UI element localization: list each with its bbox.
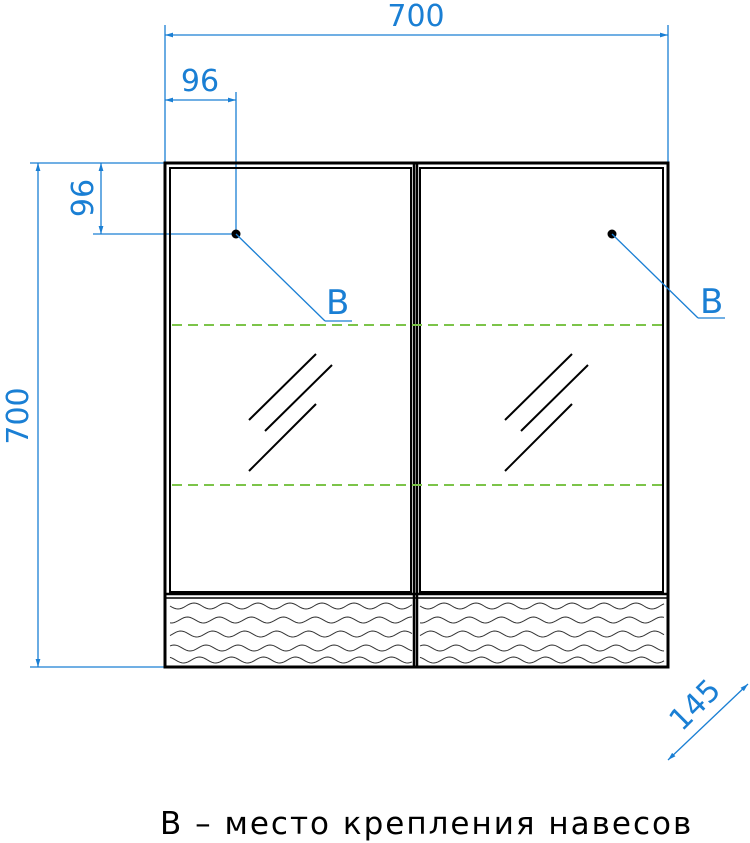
- mirror-reflection-left: [248, 353, 333, 472]
- wave-line: [169, 644, 413, 652]
- wave-line: [419, 630, 665, 638]
- mount-label-left: B: [326, 283, 349, 323]
- hole-y-value: 96: [66, 179, 101, 217]
- mount-point-left: [231, 229, 352, 322]
- wave-line: [169, 602, 413, 610]
- hole-x-value: 96: [181, 64, 219, 99]
- depth-value: 145: [663, 673, 728, 738]
- wave-line: [169, 656, 413, 664]
- wave-line: [169, 616, 413, 624]
- wave-line: [419, 656, 665, 664]
- height-value: 700: [1, 387, 36, 444]
- mirror-reflection-right: [504, 353, 589, 472]
- width-value: 700: [387, 0, 444, 34]
- wave-line: [419, 644, 665, 652]
- width-dimension: [164, 25, 669, 163]
- legend-caption: B – место крепления навесов: [160, 806, 693, 842]
- height-dimension: [30, 162, 165, 668]
- wave-line: [169, 630, 413, 638]
- mount-point-right: [607, 229, 725, 319]
- depth-dimension: [667, 683, 749, 761]
- shelves: [172, 324, 663, 486]
- mount-label-right: B: [700, 282, 723, 322]
- wave-line: [419, 602, 665, 610]
- cabinet-body: [163, 161, 670, 669]
- wave-line: [419, 616, 665, 624]
- drawer-wave-texture: [169, 602, 665, 664]
